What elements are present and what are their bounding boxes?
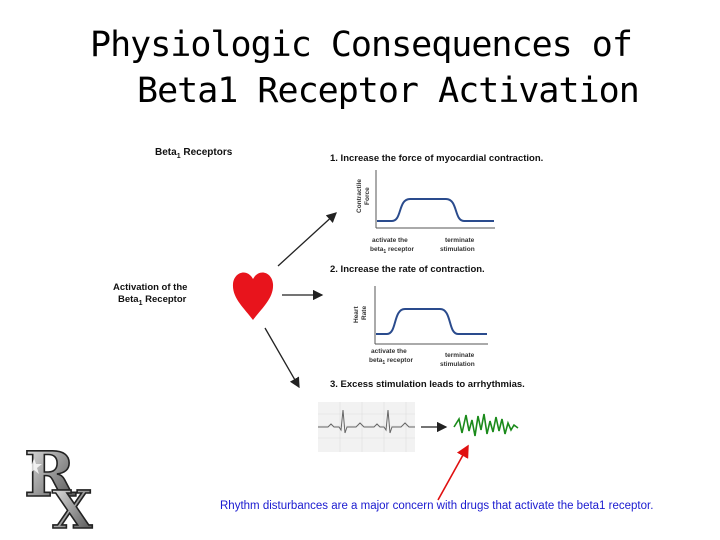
- force-ylabel-2: Force: [364, 187, 371, 205]
- caption-text: Rhythm disturbances are a major concern …: [220, 500, 653, 512]
- heart-icon: [233, 273, 273, 320]
- rate-curve: [376, 309, 487, 334]
- arrow-to-force: [278, 213, 336, 266]
- rate-activate-2: beta1 receptor: [369, 357, 413, 366]
- rx-logo: R X: [22, 438, 112, 530]
- activation-label-line2: Beta1 Receptor: [118, 294, 187, 307]
- force-terminate-2: stimulation: [440, 246, 475, 253]
- rate-ylabel-2: Rate: [361, 306, 368, 320]
- effect-1-text: 1. Increase the force of myocardial cont…: [330, 153, 543, 164]
- force-activate-2: beta1 receptor: [370, 246, 414, 255]
- arrow-to-arrhythmia: [265, 328, 299, 387]
- force-ylabel-1: Contractile: [356, 179, 363, 213]
- force-curve: [377, 199, 494, 221]
- force-activate-1: activate the: [372, 237, 408, 244]
- activation-label-line1: Activation of the: [113, 282, 187, 293]
- normal-ecg-strip: [318, 402, 415, 452]
- force-terminate-1: terminate: [445, 237, 475, 244]
- rate-ylabel-1: Heart: [353, 306, 360, 323]
- arrhythmia-trace: [454, 414, 518, 436]
- rate-activate-1: activate the: [371, 348, 407, 355]
- rate-terminate-2: stimulation: [440, 361, 475, 368]
- effect-3-text: 3. Excess stimulation leads to arrhythmi…: [330, 379, 525, 390]
- force-graph: Contractile Force activate the beta1 rec…: [356, 170, 495, 255]
- effect-2-text: 2. Increase the rate of contraction.: [330, 264, 485, 275]
- red-pointer-arrow: [438, 446, 468, 500]
- rate-terminate-1: terminate: [445, 352, 475, 359]
- diagram-header: Beta1 Receptors: [155, 147, 233, 160]
- rate-graph: Heart Rate activate the beta1 receptor t…: [353, 286, 488, 368]
- rx-logo-x: X: [52, 480, 93, 530]
